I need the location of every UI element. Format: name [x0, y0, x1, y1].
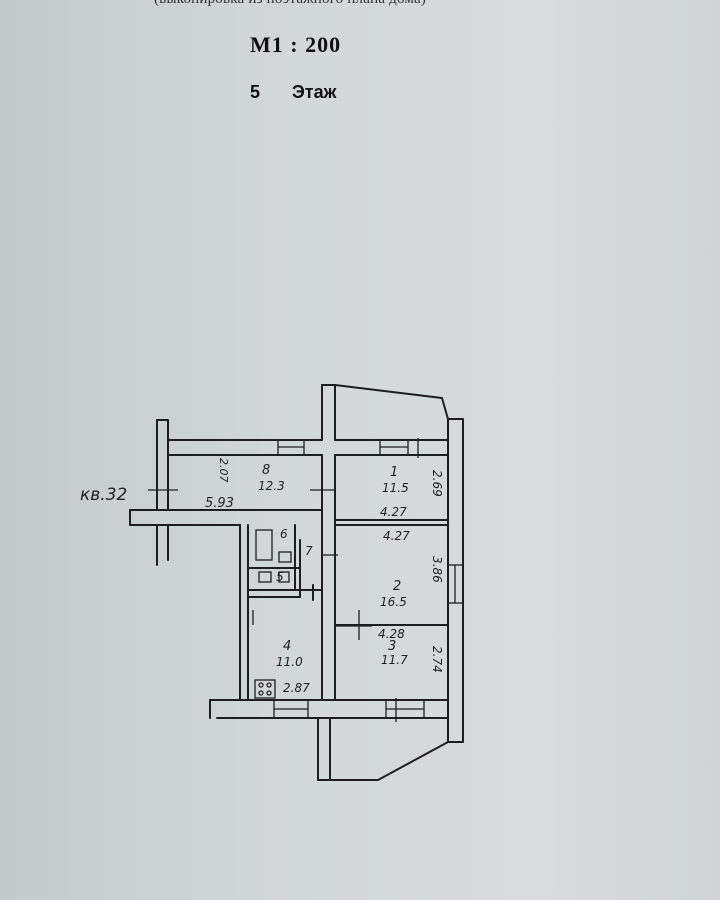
room-8-area: 12.3 [258, 479, 285, 493]
room-2-number: 2 [393, 579, 401, 594]
floor-label: Этаж [292, 82, 337, 102]
room-2-dim-b: 3.86 [430, 556, 444, 583]
document-subtitle: (выкопировка из поэтажного плана дома) [0, 0, 580, 8]
room-7-number: 7 [305, 544, 313, 558]
room-1-number: 1 [390, 465, 398, 480]
room-4-dim-a: 2.87 [283, 681, 310, 695]
plan-walls [129, 384, 464, 781]
room-6-number: 6 [280, 527, 288, 541]
plan-door-marks [148, 489, 372, 640]
room-3-area: 11.7 [381, 653, 408, 667]
floor-number: 5 [250, 82, 261, 102]
room-4-number: 4 [283, 639, 291, 654]
room-1-dim-a: 4.27 [380, 505, 407, 519]
room-2-area: 16.5 [380, 595, 407, 609]
apartment-label: кв.32 [80, 485, 127, 505]
scale-label: М1 : 200 [250, 32, 342, 57]
room-3-dim-a: 4.28 [378, 627, 405, 641]
room-8-dim-b: 5.93 [205, 496, 234, 511]
room-8-dim-a: 2.07 [217, 458, 230, 483]
room-1-area: 11.5 [382, 481, 409, 495]
room-3-number: 3 [388, 639, 396, 654]
plan-windows [273, 438, 464, 722]
room-1-dim-b: 2.69 [430, 470, 444, 497]
room-8-number: 8 [262, 463, 270, 478]
plan-fixtures [254, 529, 292, 699]
room-5-number: 5 [276, 570, 284, 584]
room-4-area: 11.0 [276, 655, 303, 669]
room-3-dim-b: 2.74 [430, 646, 444, 673]
room-2-dim-a: 4.27 [383, 529, 410, 543]
